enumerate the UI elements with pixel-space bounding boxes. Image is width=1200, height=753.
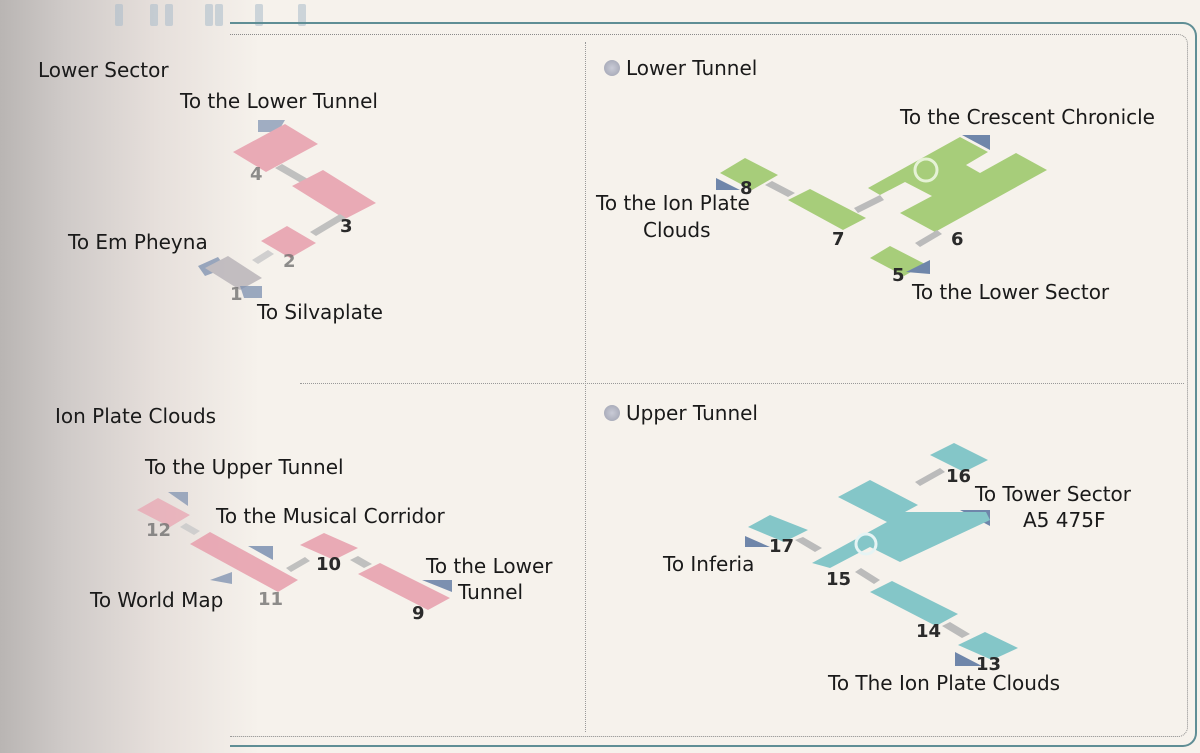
vertical-divider: [585, 42, 586, 732]
panel-title-lower-sector: Lower Sector: [38, 58, 169, 82]
exit-to-tower-sector-line1: To Tower Sector: [975, 482, 1132, 506]
room-number: 7: [832, 229, 845, 250]
exit-to-ion-plate-clouds-line2: Clouds: [643, 218, 711, 242]
corridor: [915, 230, 942, 247]
exit-to-inferia: To Inferia: [663, 552, 755, 576]
header-strip: [0, 0, 330, 30]
exit-to-lower-tunnel: To the Lower Tunnel: [180, 89, 378, 113]
exit-to-silvaplate: To Silvaplate: [257, 300, 383, 324]
exit-marker-icon: [248, 546, 273, 560]
exit-marker-icon: [422, 580, 452, 592]
corridor: [915, 468, 945, 486]
panel-title-upper-tunnel: Upper Tunnel: [604, 401, 758, 425]
exit-to-lower-sector: To the Lower Sector: [912, 280, 1110, 304]
room-number: 12: [146, 520, 172, 541]
panel-title-ion-plate-clouds: Ion Plate Clouds: [55, 404, 217, 428]
exit-marker-icon: [716, 178, 740, 190]
room-15-hub: [812, 480, 990, 568]
room-12: [137, 498, 190, 527]
corridor: [765, 181, 795, 197]
save-point-icon: [913, 157, 939, 183]
save-point-icon: [854, 532, 878, 556]
room-8: [720, 158, 778, 190]
exit-marker-icon: [745, 536, 770, 547]
room-3: [292, 170, 376, 219]
corridor: [795, 537, 822, 552]
room-5: [870, 246, 925, 276]
ion-plate-clouds-map: [137, 492, 452, 610]
lower-sector-map: [198, 120, 376, 298]
exit-to-em-pheyna: To Em Pheyna: [68, 230, 208, 254]
bullet-icon: [604, 60, 620, 76]
exit-marker-icon: [962, 135, 990, 150]
room-9: [358, 563, 450, 610]
exit-marker-icon: [955, 652, 982, 666]
panel-title-lower-tunnel: Lower Tunnel: [604, 56, 757, 80]
exit-to-upper-tunnel: To the Upper Tunnel: [145, 455, 344, 479]
exit-marker-icon: [168, 492, 188, 506]
room-16: [930, 443, 988, 472]
exit-to-tower-sector-line2: A5 475F: [1023, 508, 1106, 532]
exit-to-ion-plate-clouds: To The Ion Plate Clouds: [828, 671, 1061, 695]
room-1: [205, 256, 262, 290]
room-2: [261, 226, 316, 258]
room-number: 10: [316, 554, 342, 575]
room-number: 11: [258, 589, 284, 610]
corridor: [286, 557, 310, 572]
room-11: [190, 532, 298, 592]
room-number: 8: [740, 178, 753, 199]
room-number: 17: [769, 536, 795, 557]
corridor: [180, 523, 200, 535]
room-13: [958, 632, 1018, 660]
room-number: 1: [230, 284, 243, 305]
exit-to-crescent-chronicle: To the Crescent Chronicle: [900, 105, 1155, 129]
room-17: [748, 515, 808, 542]
room-number: 15: [826, 569, 852, 590]
room-number: 5: [892, 265, 905, 286]
corridor: [942, 622, 970, 638]
room-10: [300, 533, 358, 560]
exit-to-lower-tunnel-line2: Tunnel: [458, 580, 524, 604]
exit-to-musical-corridor: To the Musical Corridor: [216, 504, 445, 528]
exit-to-world-map: To World Map: [90, 588, 224, 612]
corridor: [252, 250, 274, 264]
exit-marker-icon: [210, 572, 232, 584]
horizontal-divider: [300, 383, 1184, 384]
corridor: [855, 568, 880, 584]
room-number: 13: [976, 654, 1002, 675]
room-7: [788, 189, 866, 230]
room-number: 14: [916, 621, 942, 642]
exit-to-lower-tunnel-line1: To the Lower: [426, 554, 553, 578]
room-4: [233, 124, 318, 172]
panel-title-text: Lower Tunnel: [626, 56, 758, 80]
corridor: [350, 556, 372, 568]
room-number: 2: [283, 251, 296, 272]
room-6-hub: [868, 137, 1047, 232]
exit-marker-icon: [240, 286, 262, 298]
panel-title-text: Upper Tunnel: [626, 401, 758, 425]
room-number: 6: [951, 229, 964, 250]
room-number: 3: [340, 216, 353, 237]
upper-tunnel-map: [745, 443, 1018, 666]
corridor: [310, 214, 346, 236]
exit-marker-icon: [906, 260, 930, 274]
room-number: 16: [946, 466, 972, 487]
room-number: 9: [412, 603, 425, 624]
lower-tunnel-map: [716, 135, 1047, 276]
room-14: [870, 581, 958, 626]
page-frame-inner: [230, 34, 1188, 737]
exit-to-ion-plate-clouds-line1: To the Ion Plate: [596, 191, 750, 215]
room-number: 4: [250, 164, 263, 185]
corridor: [854, 195, 884, 213]
page-frame: [230, 22, 1197, 747]
bullet-icon: [604, 405, 620, 421]
